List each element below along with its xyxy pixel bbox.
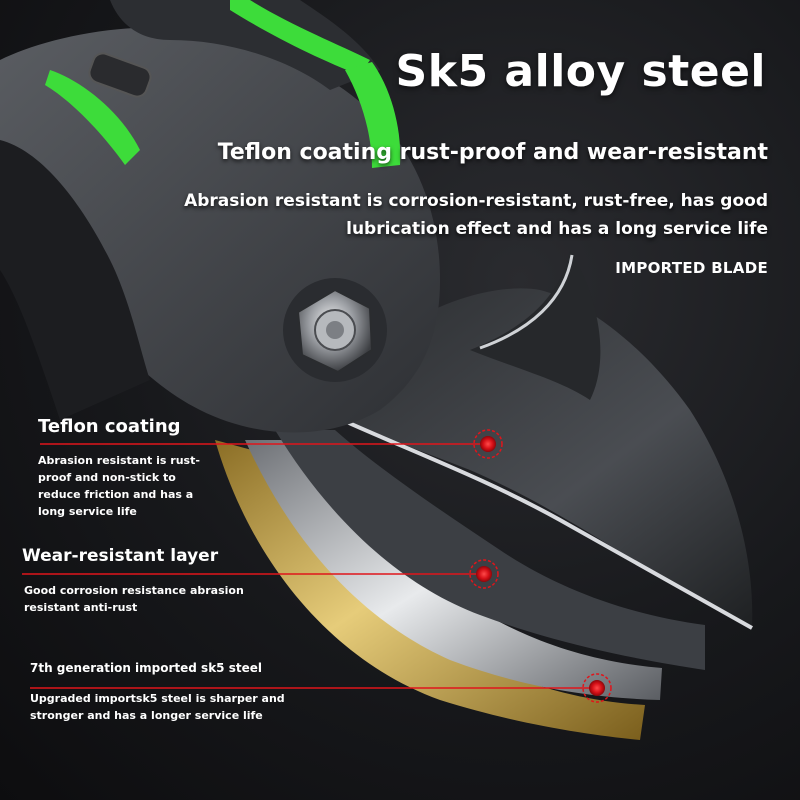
callout-sk5-steel-title: 7th generation imported sk5 steel — [30, 661, 262, 675]
green-accent-lever — [345, 62, 401, 168]
green-accent-left — [45, 70, 140, 165]
callout-teflon-description: Abrasion resistant is rust-proof and non… — [38, 454, 200, 518]
handle-grip — [0, 140, 150, 420]
hero-subtitle: Teflon coating rust-proof and wear-resis… — [217, 140, 768, 165]
callout-sk5-steel-description: Upgraded importsk5 steel is sharper and … — [30, 692, 285, 722]
imported-blade-tag: IMPORTED BLADE — [615, 259, 768, 277]
callout-wear-layer-description: Good corrosion resistance abrasion resis… — [24, 584, 244, 614]
red-target-dot-icon-3 — [582, 673, 612, 703]
hero-description: Abrasion resistant is corrosion-resistan… — [184, 191, 768, 239]
gray-blade-layer — [275, 430, 705, 670]
hero-title: Sk5 alloy steel — [395, 46, 766, 97]
pivot-bolt-icon — [283, 278, 387, 382]
gold-blade-layer — [215, 440, 645, 740]
red-target-dot-icon-1 — [473, 429, 503, 459]
callout-wear-layer-title: Wear-resistant layer — [22, 546, 219, 566]
green-accent-top — [230, 0, 370, 75]
upper-hook-blade — [470, 250, 601, 400]
spring-cylinder — [88, 52, 152, 98]
top-handle-grip — [110, 0, 380, 90]
callout-teflon-title: Teflon coating — [38, 416, 181, 437]
red-target-dot-icon-2 — [469, 559, 499, 589]
